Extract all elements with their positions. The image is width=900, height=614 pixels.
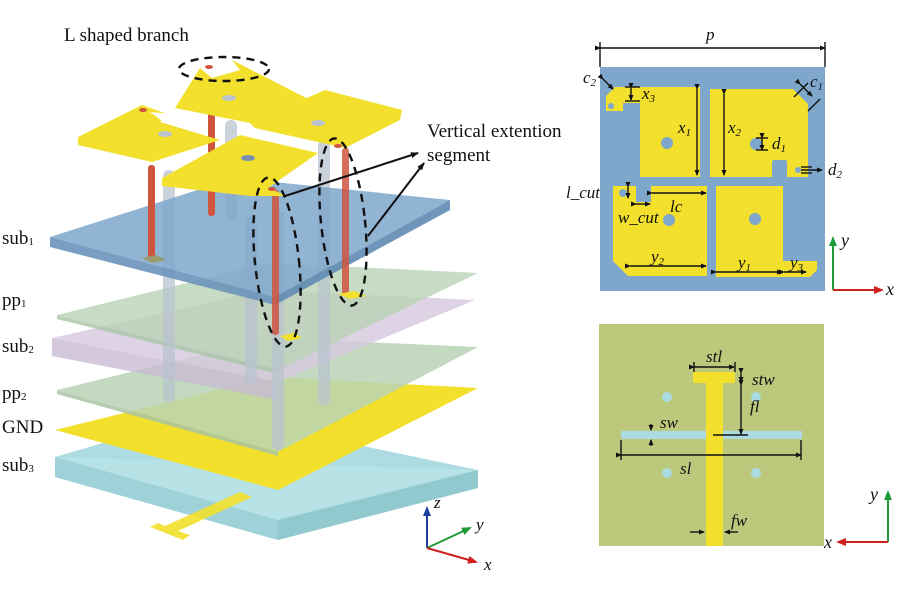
patch-labels: p c2 c1 x3 x1 x2 d1 d2 l_cut w_cut lc y2… <box>566 25 843 274</box>
patch-dimension-lines <box>595 42 826 275</box>
layer-label-sub1: sub1 <box>2 228 34 249</box>
x-axis-label: x <box>483 555 492 574</box>
axes-3d: z y x <box>423 493 492 574</box>
vertical-extension-label-line1: Vertical extention <box>427 121 562 142</box>
exploded-view: z y x <box>50 55 492 574</box>
layer-label-pp2: pp2 <box>2 383 27 404</box>
top-patches <box>78 60 402 196</box>
label-fw: fw <box>731 511 748 530</box>
vertical-segment-highlight-1 <box>252 176 302 348</box>
label-y1: y1 <box>736 253 751 274</box>
patch-bottom-right <box>716 186 817 277</box>
label-sl: sl <box>680 459 692 478</box>
label-w-cut: w_cut <box>618 208 660 227</box>
y-axis-label: y <box>474 515 484 534</box>
vertical-extension-label-line2: segment <box>427 145 491 166</box>
layer-label-sub2: sub2 <box>2 336 34 357</box>
label-p: p <box>705 25 715 44</box>
label-d2: d2 <box>828 160 843 181</box>
x-axis-label: x <box>885 279 894 299</box>
vertical-segment-highlight-2 <box>318 137 368 307</box>
layer-label-gnd: GND <box>2 417 44 438</box>
label-x3: x3 <box>641 84 656 105</box>
patch-bottom-left <box>613 186 707 276</box>
label-fl: fl <box>750 397 760 416</box>
l-shaped-branch-label: L shaped branch <box>64 25 189 46</box>
layer-label-sub3: sub3 <box>2 455 34 476</box>
feed-vias <box>662 392 761 478</box>
feed-layer-diagram: stl stw fl sw sl fw y x <box>599 324 892 552</box>
l-branch-highlight <box>177 55 271 83</box>
y-axis-label: y <box>868 484 878 504</box>
layer-label-pp1: pp1 <box>2 290 27 311</box>
annotation-ellipses <box>177 55 368 348</box>
via-pads <box>142 255 366 341</box>
feed-line <box>706 372 723 546</box>
z-axis-label: z <box>433 493 441 512</box>
label-x1: x1 <box>677 118 691 139</box>
annotation-arrows <box>284 152 425 237</box>
label-stl: stl <box>706 347 722 366</box>
dim-c2 <box>597 73 614 90</box>
feed-line-3d <box>150 492 252 540</box>
patch-top-right <box>710 89 808 177</box>
label-stw: stw <box>752 370 775 389</box>
axes-bottom-right: y x <box>823 484 892 552</box>
x-axis-arrow <box>426 547 478 564</box>
x-axis-label: x <box>823 532 832 552</box>
patch-top-left <box>606 87 700 177</box>
y-axis-arrow <box>426 527 472 549</box>
label-d1: d1 <box>772 134 786 155</box>
label-sw: sw <box>660 413 679 432</box>
label-y3: y3 <box>788 253 804 274</box>
label-lc: lc <box>670 197 683 216</box>
patch-layer-diagram: p c2 c1 x3 x1 x2 d1 d2 l_cut w_cut lc y2… <box>566 25 894 299</box>
y-axis-label: y <box>839 230 849 250</box>
label-c1: c1 <box>810 72 823 93</box>
feed-dimension-lines <box>616 362 802 535</box>
feed-labels: stl stw fl sw sl fw <box>660 347 775 530</box>
label-y2: y2 <box>649 247 665 268</box>
label-c2: c2 <box>583 68 597 89</box>
axes-top-right: y x <box>829 230 894 299</box>
dim-c1 <box>794 78 813 97</box>
label-l-cut: l_cut <box>566 183 601 202</box>
label-x2: x2 <box>727 118 742 139</box>
